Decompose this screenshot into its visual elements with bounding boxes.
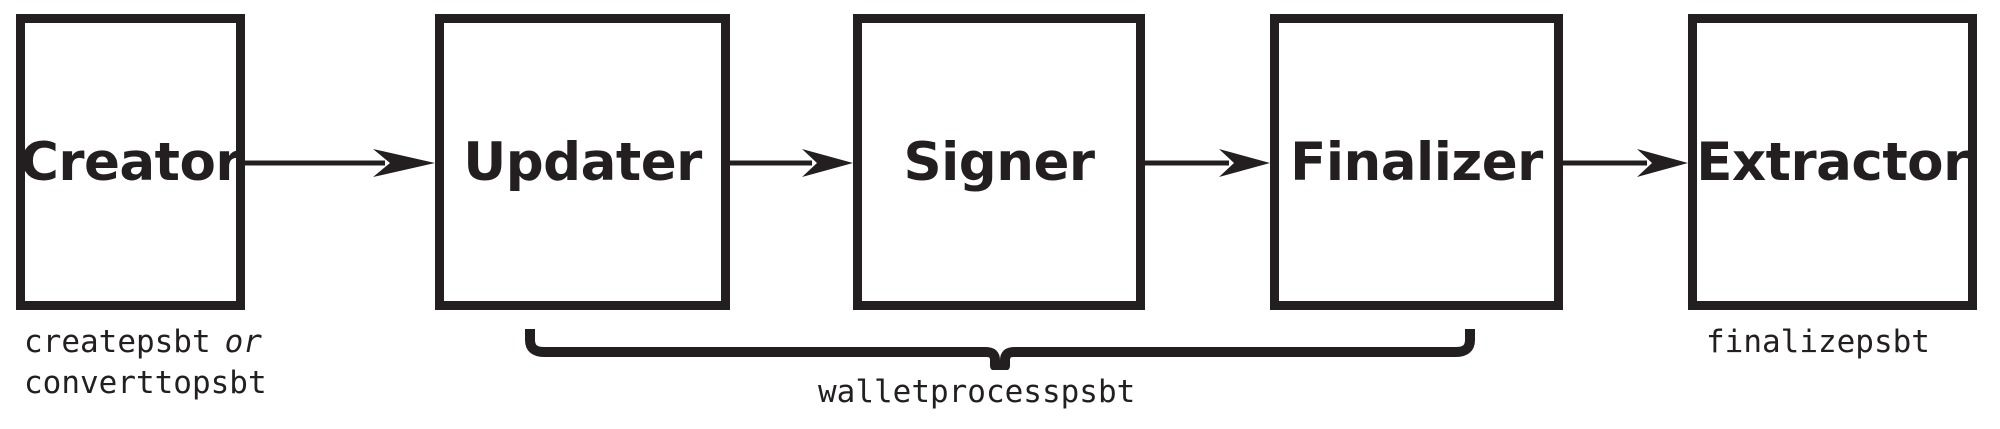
stage-box-updater: Updater (435, 14, 730, 310)
arrow-finalizer-to-extractor (1563, 149, 1688, 177)
caption-creator-conjunction: or (224, 324, 262, 360)
stage-label-extractor: Extractor (1696, 131, 1969, 193)
brace-walletprocesspsbt (525, 326, 1475, 371)
stage-label-finalizer: Finalizer (1290, 131, 1543, 193)
stage-box-finalizer: Finalizer (1270, 14, 1563, 310)
caption-creator-line1: createpsbt or (24, 322, 267, 363)
stage-box-signer: Signer (853, 14, 1145, 310)
caption-walletprocesspsbt: walletprocesspsbt (818, 374, 1136, 410)
arrow-updater-to-signer (730, 149, 853, 177)
caption-creator-command-1: createpsbt (24, 324, 211, 360)
caption-creator: createpsbt or converttopsbt (24, 322, 267, 404)
arrow-creator-to-updater (245, 149, 435, 177)
caption-finalizepsbt: finalizepsbt (1706, 324, 1930, 360)
stage-box-extractor: Extractor (1688, 14, 1977, 310)
brace-path-icon (525, 329, 1475, 371)
stage-box-creator: Creator (16, 14, 245, 310)
stage-label-updater: Updater (463, 131, 702, 193)
stage-label-creator: Creator (19, 131, 242, 193)
arrow-signer-to-finalizer (1145, 149, 1270, 177)
stage-label-signer: Signer (903, 131, 1095, 193)
caption-creator-line2: converttopsbt (24, 365, 267, 401)
